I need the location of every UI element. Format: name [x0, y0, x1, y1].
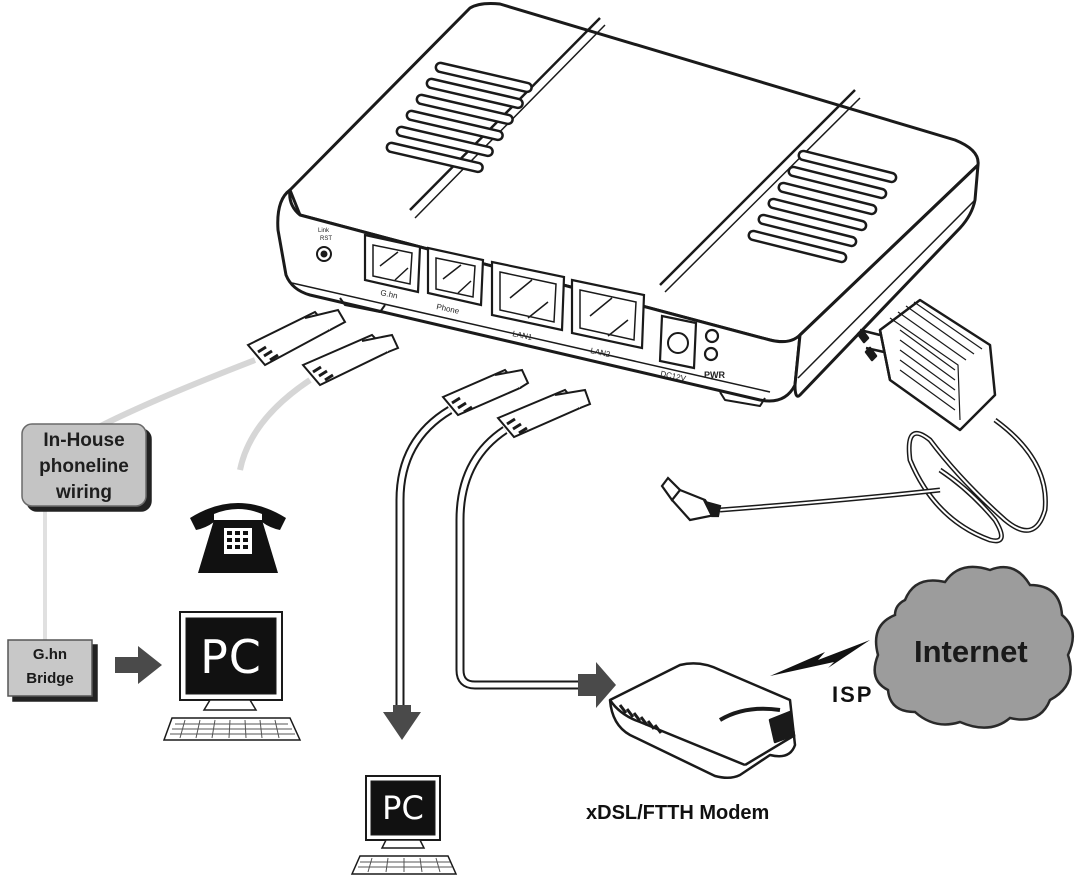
pc-left: [162, 611, 302, 741]
led-2: [703, 346, 719, 362]
bridge-label-line-2: Bridge: [26, 670, 74, 687]
inhouse-label-line-3: wiring: [56, 482, 112, 503]
arrow-down-to-pc: [383, 705, 421, 740]
port-ghn: [363, 233, 422, 294]
isp-label: ISP: [832, 682, 874, 707]
pc-bottom: [350, 775, 458, 875]
cables: [43, 357, 585, 730]
router-ports: [363, 233, 720, 370]
inhouse-wiring-box: [21, 423, 147, 507]
inhouse-label: In-House phoneline wiring: [22, 428, 146, 506]
ghn-bridge-box: [7, 639, 93, 697]
port-phone: [426, 246, 485, 307]
dc-jack: [658, 314, 698, 370]
plug-lan2: [496, 388, 592, 439]
reset-label-1: Link: [318, 228, 330, 234]
internet-label: Internet: [914, 634, 1028, 669]
pwr-label: PWR: [704, 370, 725, 380]
inhouse-label-line-1: In-House: [43, 430, 125, 451]
modem-label: xDSL/FTTH Modem: [586, 802, 770, 824]
router-side: [793, 163, 980, 398]
plug-lan1: [441, 368, 530, 417]
modem-device: [608, 662, 797, 779]
pc-left-label: PC: [200, 630, 262, 684]
port-label-ghn: G.hn: [380, 288, 399, 300]
telephone-icon: [190, 503, 286, 573]
router-vents-right: [747, 149, 898, 264]
power-cable: [719, 417, 1048, 544]
arrow-bridge-to-pc: [115, 646, 162, 684]
led-1: [704, 328, 720, 344]
port-label-lan2: LAN2: [590, 346, 612, 359]
port-lan2: [570, 278, 646, 350]
bridge-label-line-1: G.hn: [32, 646, 68, 663]
plug-ghn: [246, 308, 347, 367]
power-adapter: [856, 298, 997, 432]
port-label-lan1: LAN1: [512, 329, 534, 342]
inhouse-label-line-2: phoneline: [39, 456, 129, 477]
router-vents-left: [385, 61, 533, 174]
reset-label-2: RST: [320, 236, 332, 242]
power-connector: [660, 476, 722, 522]
plug-phone: [301, 333, 400, 387]
bridge-label: G.hn Bridge: [8, 643, 92, 691]
arrow-to-modem: [578, 662, 616, 708]
lightning-icon: [770, 640, 870, 676]
plugs: [246, 308, 592, 439]
pc-bottom-label: PC: [382, 789, 424, 827]
reset-button: [316, 246, 332, 262]
internet-cloud-icon: [873, 565, 1075, 729]
port-lan1: [490, 260, 566, 332]
